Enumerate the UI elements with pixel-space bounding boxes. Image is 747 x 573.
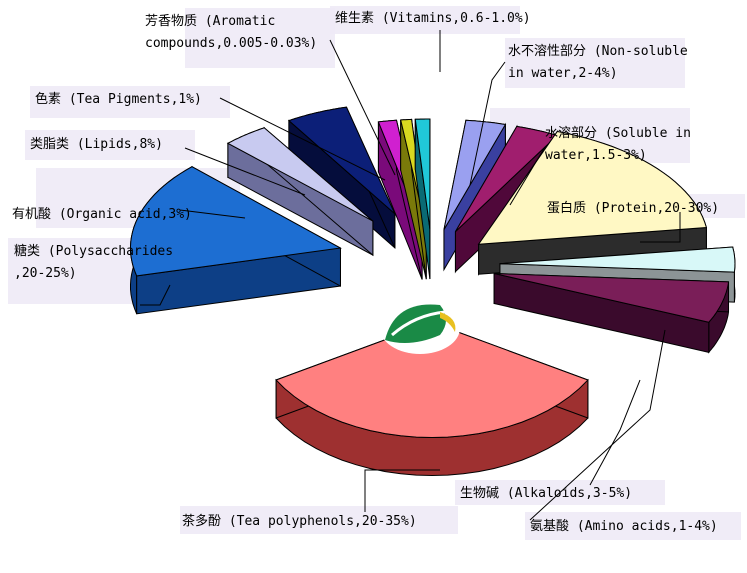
label-bg-6 (25, 130, 195, 160)
label-bg-9 (330, 6, 520, 34)
logo-icon (380, 302, 460, 354)
pie-slice-5 (226, 126, 374, 257)
slice-label-7-0: 色素 (Tea Pigments,1%) (35, 91, 202, 107)
slice-top-3 (275, 321, 589, 439)
label-bg-3 (180, 506, 458, 534)
label-bg-8 (185, 8, 335, 68)
slice-label-11-1: water,1.5-3%) (545, 148, 647, 163)
logo-accent (440, 312, 456, 332)
slice-label-11-0: 水溶部分 (Soluble in (545, 126, 691, 141)
slice-label-8-1: compounds,0.005-0.03%) (145, 36, 317, 51)
label-bg-1 (525, 512, 741, 540)
slice-top-1 (499, 246, 736, 273)
leader-line-7 (219, 97, 386, 181)
leader-line-11 (509, 146, 546, 206)
leader-line-0 (640, 212, 681, 243)
pie-slice-6 (287, 106, 396, 250)
slice-top-11 (455, 125, 559, 232)
slice-top-9 (414, 118, 431, 230)
slice-label-8-0: 芳香物质 (Aromatic (145, 14, 275, 29)
leader-layer (140, 30, 681, 521)
slice-top-5 (226, 127, 374, 222)
slice-label-5-0: 有机酸 (Organic acid,3%) (12, 207, 192, 222)
leader-line-6 (184, 147, 306, 196)
slice-label-9-0: 维生素 (Vitamins,0.6-1.0%) (335, 11, 531, 26)
leader-line-5 (179, 209, 246, 219)
label-bg-7 (30, 86, 230, 118)
leader-line-2 (589, 379, 641, 486)
slice-top-2 (493, 273, 730, 323)
slice-label-10-1: in water,2-4%) (508, 66, 618, 81)
slice-label-4-0: 糖类 (Polysaccharides (14, 243, 173, 259)
label-bg-10 (505, 38, 685, 88)
leader-line-1 (529, 329, 666, 521)
leader-line-4 (140, 284, 171, 306)
pie-slice-9 (414, 118, 431, 280)
slice-top-6 (287, 106, 396, 215)
slice-label-3-0: 茶多酚 (Tea polyphenols,20-35%) (182, 513, 417, 529)
leader-line-10 (469, 61, 506, 186)
pie-slice-2 (493, 272, 730, 354)
slice-label-6-0: 类脂类 (Lipids,8%) (30, 137, 163, 152)
wedge-layer (130, 106, 736, 477)
slice-label-10-0: 水不溶性部分 (Non-soluble (508, 44, 688, 59)
leader-line-8 (329, 39, 396, 176)
slice-top-0 (477, 130, 708, 245)
slice-label-0-0: 蛋白质 (Protein,20-30%) (547, 200, 719, 216)
text-layer: 蛋白质 (Protein,20-30%) 氨基酸 (Amino acids,1-4… (12, 11, 719, 534)
slice-top-4 (130, 166, 343, 277)
slice-label-2-0: 生物碱 (Alkaloids,3-5%) (460, 486, 632, 501)
leader-line-3 (364, 469, 440, 512)
slice-top-10 (443, 119, 507, 230)
pie-slice-4 (130, 165, 343, 315)
slice-label-4-1: ,20-25%) (14, 266, 77, 281)
slice-label-1-0: 氨基酸 (Amino acids,1-4%) (530, 519, 718, 534)
